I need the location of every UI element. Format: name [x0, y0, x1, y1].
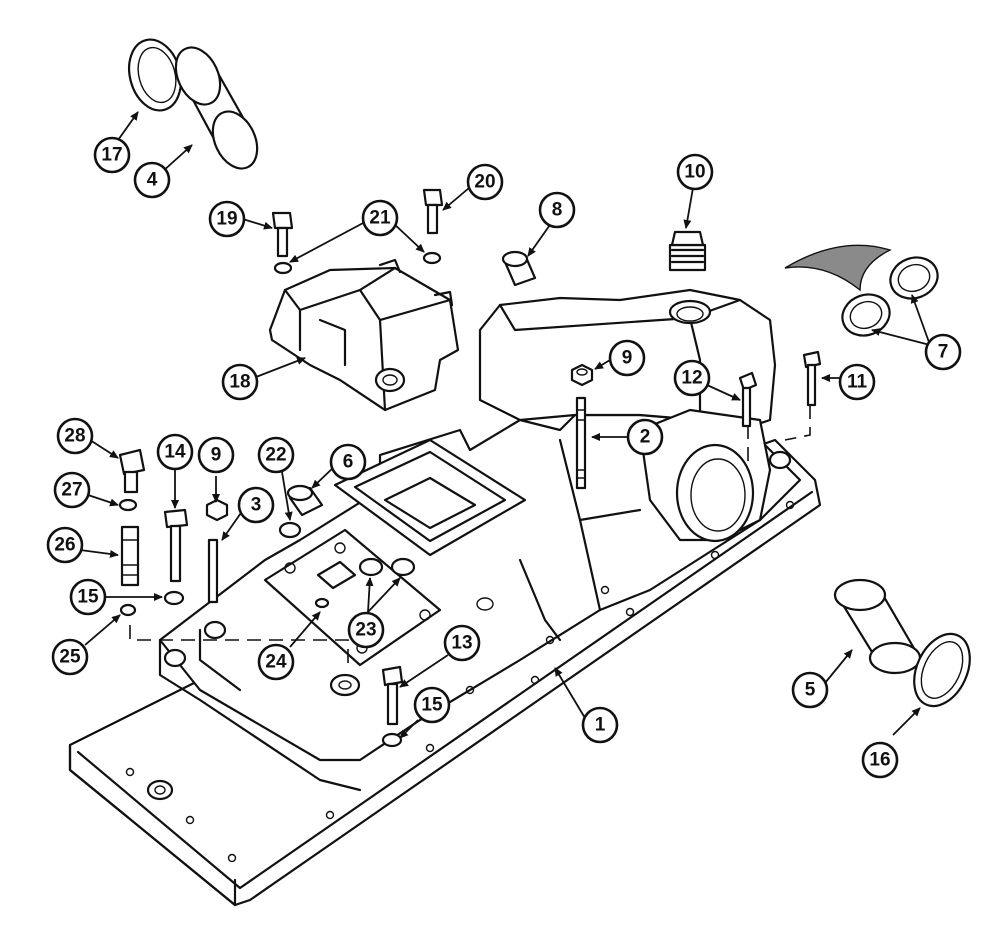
sleeve-8: [501, 250, 537, 287]
callout-label: 1: [595, 715, 606, 736]
callout-label: 24: [265, 652, 287, 673]
callout-20: 20: [466, 163, 504, 201]
alignment-lines: [129, 405, 811, 670]
seal-ring-16: [913, 632, 971, 708]
callout-5: 5: [791, 671, 829, 709]
callout-label: 23: [355, 620, 376, 641]
nut-9-upper: [570, 363, 594, 387]
callout-label: 10: [684, 162, 705, 183]
callout-label: 7: [938, 342, 949, 363]
o-ring-27: [118, 498, 138, 512]
callout-label: 28: [64, 426, 85, 447]
callout-label: 25: [59, 647, 81, 668]
washer-15-lower: [381, 732, 403, 748]
o-ring-25: [119, 603, 137, 617]
fitting-26: [120, 525, 140, 587]
callout-11: 11: [838, 363, 876, 401]
callout-label: 13: [451, 633, 472, 654]
callout-6: 6: [329, 443, 367, 481]
callout-14: 14: [156, 433, 194, 471]
bushing-pair-7: [841, 256, 939, 337]
o-rings-23: [358, 557, 416, 577]
callout-label: 15: [421, 695, 443, 716]
sleeve-6: [286, 484, 324, 517]
callout-9-lower: 9: [197, 436, 235, 474]
bolt-14: [163, 508, 189, 583]
callout-label: 6: [343, 452, 354, 473]
valve-block: [268, 258, 460, 412]
callout-label: 9: [622, 348, 633, 369]
callout-label: 26: [54, 535, 75, 556]
plug-10: [668, 230, 707, 272]
callout-label: 14: [164, 442, 186, 463]
callout-2: 2: [626, 418, 664, 456]
callout-28: 28: [56, 417, 94, 455]
callout-15-left: 15: [69, 578, 107, 616]
callout-19: 19: [208, 200, 246, 238]
bushing-5: [833, 578, 922, 675]
callout-8: 8: [538, 191, 576, 229]
callout-label: 20: [474, 172, 495, 193]
callout-13: 13: [443, 624, 481, 662]
callout-23: 23: [347, 611, 385, 649]
callout-24: 24: [257, 643, 295, 681]
callout-label: 21: [369, 208, 391, 229]
washer-21: [273, 251, 442, 275]
callout-21: 21: [361, 199, 399, 237]
callout-3: 3: [237, 486, 275, 524]
callout-label: 22: [265, 445, 286, 466]
callout-label: 27: [61, 480, 82, 501]
callout-25: 25: [51, 638, 89, 676]
seal-ring-17: [128, 38, 182, 112]
bolt-28: [118, 448, 146, 494]
callout-label: 11: [847, 372, 868, 393]
stud-2: [575, 396, 587, 490]
callout-4: 4: [133, 161, 171, 199]
washer-15-upper: [163, 590, 185, 606]
callout-label: 5: [805, 680, 816, 701]
callout-15-right: 15: [413, 686, 451, 724]
callout-label: 15: [77, 587, 99, 608]
bolt-11: [802, 350, 822, 407]
nut-9-lower: [205, 498, 229, 522]
callout-label: 4: [147, 170, 158, 191]
bolt-19: [271, 211, 294, 258]
o-ring-24: [314, 597, 330, 609]
bushing-4: [174, 46, 259, 170]
shaded-arc: [784, 244, 892, 292]
callout-12: 12: [673, 359, 711, 397]
callout-label: 12: [681, 368, 702, 389]
callout-1: 1: [581, 706, 619, 744]
callout-22: 22: [257, 436, 295, 474]
callout-10: 10: [676, 153, 714, 191]
bolt-12: [738, 371, 758, 428]
callout-17: 17: [93, 136, 131, 174]
callout-label: 9: [211, 445, 222, 466]
callout-label: 3: [251, 495, 262, 516]
callout-18: 18: [221, 363, 259, 401]
o-ring-22: [278, 521, 302, 539]
callout-label: 2: [640, 427, 651, 448]
bolt-20: [422, 188, 444, 235]
callout-label: 8: [552, 200, 563, 221]
housing-cover-plate: [68, 288, 822, 907]
callout-27: 27: [53, 471, 91, 509]
callout-9-upper: 9: [608, 339, 646, 377]
callout-label: 18: [229, 372, 250, 393]
callout-label: 17: [101, 145, 122, 166]
stud-3: [207, 538, 219, 604]
callout-label: 19: [216, 209, 237, 230]
callout-26: 26: [46, 526, 84, 564]
callout-label: 16: [869, 750, 890, 771]
callout-16: 16: [861, 741, 899, 779]
callout-7: 7: [924, 333, 962, 371]
